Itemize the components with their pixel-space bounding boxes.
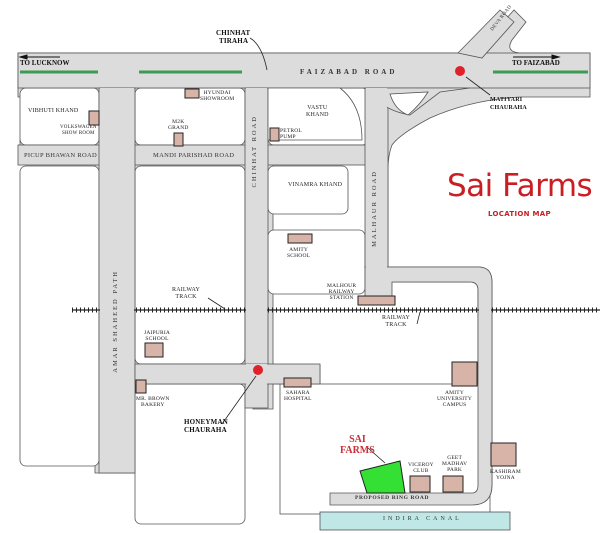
map-subtitle: LOCATION MAP	[488, 210, 551, 218]
road-crossing	[246, 305, 267, 315]
malhaur-road-label: MALHAUR ROAD	[371, 170, 378, 247]
city-blocks	[19, 87, 491, 525]
matiyari-marker-icon[interactable]	[455, 66, 465, 76]
amar-shaheed-path-label: AMAR SHAHEED PATH	[112, 270, 119, 373]
amity-school-label: AMITY SCHOOL	[287, 247, 311, 259]
vinamra-khand-label: VINAMRA KHAND	[288, 182, 343, 188]
site-pointer	[367, 447, 386, 464]
chinhat-road-label: CHINHAT ROAD	[251, 115, 258, 188]
faizabad-road-label: FAIZABAD ROAD	[300, 68, 398, 76]
vastu-khand-label: VASTU KHAND	[306, 105, 329, 118]
honeyman-chauraha-label: HONEYMAN CHAURAHA	[184, 418, 228, 434]
matiyari-chauraha-label: MATIYARI CHAURAHA	[490, 97, 527, 111]
kashiram-yojna-label: KASHIRAM YOJNA	[490, 469, 521, 481]
amity-campus-label: AMITY UNIVERSITY CAMPUS	[437, 390, 472, 408]
jaipuria-school-label: JAIPURIA SCHOOL	[144, 330, 171, 342]
malhour-station-label: MALHOUR RAILWAY STATION	[327, 283, 357, 301]
to-lucknow-label: TO LUCKNOW	[20, 59, 70, 67]
pointer-lines	[207, 37, 491, 425]
railway-track-label-2: RAILWAY TRACK	[382, 315, 411, 328]
hyundai-showroom-label: HYUNDAI SHOWROOM	[200, 90, 235, 102]
chinhat-tiraha-label: CHINHAT TIRAHA	[216, 29, 251, 45]
mandi-parishad-road-label: MANDI PARISHAD ROAD	[153, 152, 235, 159]
to-faizabad-label: TO FAIZABAD	[512, 59, 560, 67]
railway-track-label: RAILWAY TRACK	[172, 287, 201, 300]
indira-canal-label: INDIRA CANAL	[383, 516, 462, 522]
viceroy-club-label: VICEROY CLUB	[408, 462, 434, 474]
road-crossing	[100, 305, 134, 315]
petrol-pump-label: PETROL PUMP	[280, 128, 302, 140]
mr-brown-bakery-label: MR. BROWN BAKERY	[136, 396, 170, 408]
direction-arrows	[18, 54, 561, 60]
sai-farms-site-label: SAI FARMS	[340, 434, 375, 456]
ring-road-label: PROPOSED RING ROAD	[355, 495, 430, 501]
indira-canal	[319, 511, 511, 531]
geet-madhav-park-label: GEET MADHAV PARK	[442, 455, 468, 473]
sai-farms-site[interactable]	[359, 460, 406, 494]
traffic-island	[389, 91, 429, 116]
honeyman-marker-icon[interactable]	[253, 365, 263, 375]
buildings	[88, 88, 517, 493]
pickup-bhawan-road-label: PICUP BHAWAN ROAD	[24, 152, 97, 159]
road-crossing	[479, 305, 491, 315]
map-title: Sai Farms	[447, 168, 593, 204]
vibhuti-khand-label: VIBHUTI KHAND	[28, 108, 79, 114]
volkswagen-showroom-label: VOLKSWAGEN SHOW ROOM	[60, 125, 97, 136]
m2k-grand-label: M2K GRAND	[168, 119, 189, 131]
vastu-block	[267, 87, 363, 141]
sahara-hospital-label: SAHARA HOSPITAL	[284, 390, 312, 402]
